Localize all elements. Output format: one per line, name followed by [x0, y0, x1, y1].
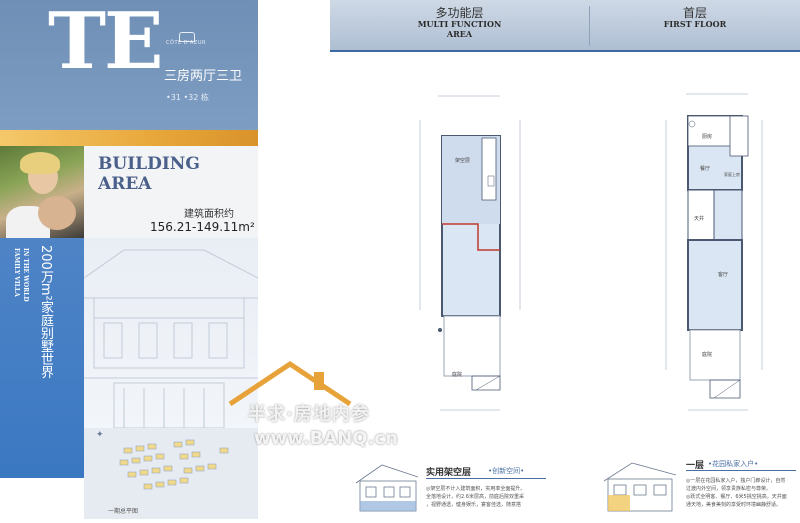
multi-bottom-desc: ◎架空层不计入建筑面积，实用率全面提升。 全落地设计，约2.6米层高，前庭后院双… [426, 485, 550, 509]
multi-function-title: 多功能层 [435, 6, 484, 20]
multi-function-subtitle: MULTI FUNCTION AREA [330, 19, 589, 39]
plan-room-family: 家庭上房 [724, 171, 740, 177]
multi-function-en-line2: AREA [446, 29, 473, 39]
villa-illustration [83, 238, 259, 429]
multi-bottom-rule [426, 478, 546, 479]
multi-desc-line3: ，视野通透，健身娱乐，宴客佳选，随意搭 [426, 502, 522, 508]
multi-function-plan: 架空层 庭院 [419, 95, 521, 411]
area-title-line1: BUILDING [98, 154, 200, 174]
floor-plans: 架空层 庭院 厨房 餐厅 家庭上房 天井 客厅 庭院 [419, 93, 763, 411]
header-underline [330, 50, 800, 52]
left-header-panel [0, 0, 258, 130]
plan-room-living: 客厅 [718, 271, 728, 278]
plan-room-well: 天井 [694, 215, 704, 222]
watermark-text: 半求·房地内参 [248, 404, 370, 425]
first-desc-line1: ◎一层在花园私家入户，独户门廊设计，自然 [686, 478, 786, 484]
first-bottom-rule [686, 470, 796, 471]
first-floor-title: 首层 [682, 6, 707, 20]
site-plan [84, 428, 258, 519]
logo-letters: TE [48, 0, 163, 87]
villa-sketch [83, 249, 259, 429]
multi-bottom-tag: •创新空间• [488, 467, 525, 475]
area-label: 建筑面积约 [184, 209, 234, 220]
slogan-panel [0, 238, 84, 478]
first-desc-line2: 过渡内外空间，领享贵族私密与尊荣。 [686, 486, 772, 492]
unit-layout: 三房两厅三卫 [164, 69, 243, 84]
family-photo [0, 146, 84, 238]
first-desc-line4: 通天地，美食美刻的享受时环境幽静舒适。 [686, 502, 782, 508]
area-panel [84, 146, 258, 238]
area-title: BUILDING AREA [98, 154, 200, 194]
watermark-url: www.BANQ.cn [254, 428, 398, 449]
first-floor-plan: 厨房 餐厅 家庭上房 天井 客厅 庭院 [665, 93, 763, 411]
plan-room-dining: 餐厅 [700, 165, 710, 172]
multi-function-en-line1: MULTI FUNCTION [417, 19, 502, 29]
first-floor-subtitle: FIRST FLOOR [663, 19, 727, 29]
slogan-en-line1: IN THE WORLD [22, 248, 29, 302]
slogan-en: IN THE WORLD FAMILY VILLA [12, 248, 30, 302]
multi-bottom-title: 实用架空层 [426, 468, 472, 478]
first-bottom-title: 一层 [686, 461, 705, 471]
multi-section-sketch [355, 464, 419, 512]
first-bottom-desc: ◎一层在花园私家入户，独户门廊设计，自然 过渡内外空间，领享贵族私密与尊荣。 ◎… [686, 477, 798, 509]
area-title-line2: AREA [98, 174, 152, 194]
watermark-house-icon [228, 360, 352, 407]
header-divider [589, 6, 590, 46]
plan-room-multi-2: 庭院 [452, 371, 462, 378]
building-numbers: •31 •32 栋 [166, 93, 209, 102]
gold-accent-bar [0, 130, 258, 146]
site-plan-map [119, 439, 229, 490]
first-bottom-tag: •花园私家入户• [708, 460, 759, 468]
multi-desc-line1: ◎架空层不计入建筑面积，实用率全面提升。 [426, 486, 526, 492]
slogan-en-line2: FAMILY VILLA [13, 248, 20, 297]
area-value: 156.21-149.11m² [150, 220, 255, 234]
multi-desc-line2: 全落地设计，约2.6米层高，前庭后院双重采 [426, 494, 524, 500]
plan-room-kitchen: 厨房 [702, 133, 712, 140]
first-desc-line3: ◎跃式全明客、餐厅、6米5挑空挑高，天井面 [686, 494, 787, 500]
slogan-cn: 200万m²家庭别墅世界 [38, 245, 53, 379]
plan-header [330, 0, 800, 50]
plan-room-court: 庭院 [702, 351, 712, 358]
first-section-sketch [603, 462, 677, 512]
site-plan-label: 一期总平图 [108, 508, 139, 515]
north-compass-icon: ✦ [96, 430, 104, 440]
brand-name: CÔTE D'AZUR [166, 40, 206, 46]
brand-crown-icon [179, 32, 195, 42]
plan-room-multi-1: 架空层 [455, 157, 470, 164]
